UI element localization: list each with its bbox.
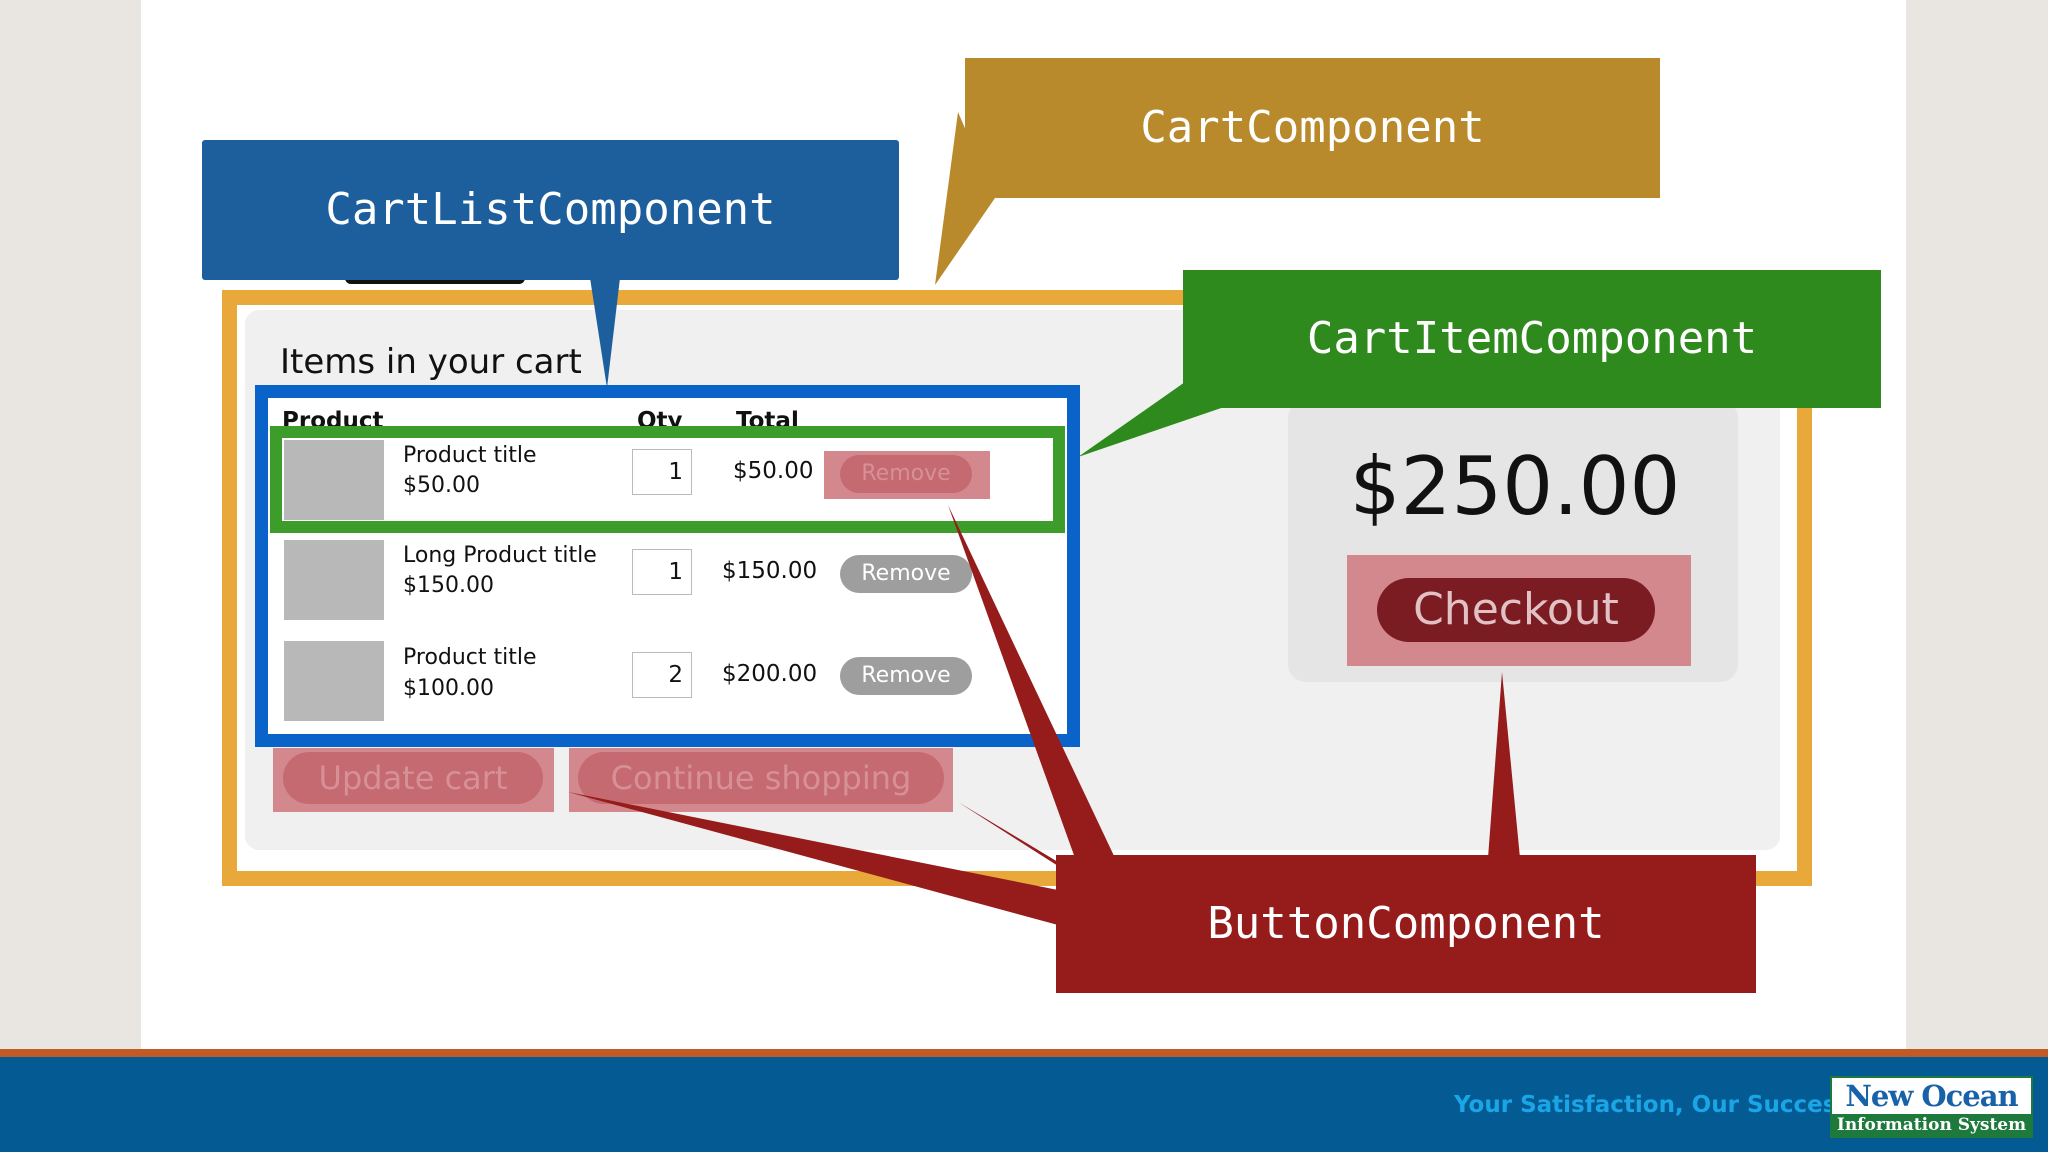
- grand-total: $250.00: [1349, 440, 1681, 533]
- button-callout-tail-checkout: [1488, 672, 1520, 858]
- button-callout-tail-remove: [948, 505, 1115, 858]
- footer-tagline: Your Satisfaction, Our Success!: [1454, 1092, 1861, 1118]
- checkout-button[interactable]: Checkout: [1377, 578, 1655, 642]
- footer-bar: [0, 1057, 2048, 1152]
- logo-subtitle: Information System: [1832, 1114, 2031, 1136]
- cart-item-outline: [270, 426, 1065, 533]
- cart-item-component-callout: CartItemComponent: [1183, 270, 1881, 408]
- line-total: $150.00: [722, 558, 818, 584]
- product-thumbnail: [284, 641, 384, 721]
- product-price: $50.00: [403, 473, 480, 498]
- items-in-cart-heading: Items in your cart: [280, 342, 582, 382]
- product-price: $100.00: [403, 676, 494, 701]
- product-title: Product title: [403, 443, 537, 468]
- remove-button[interactable]: Remove: [840, 657, 972, 695]
- logo-wordmark: New Ocean: [1845, 1079, 2018, 1113]
- footer-accent-line: [0, 1049, 2048, 1057]
- company-logo: New Ocean Information System: [1830, 1076, 2033, 1138]
- product-title: Product title: [403, 645, 537, 670]
- quantity-input[interactable]: 2: [632, 652, 692, 698]
- update-cart-button[interactable]: Update cart: [283, 752, 543, 804]
- remove-button[interactable]: Remove: [840, 555, 972, 593]
- button-callout-tail-continue: [568, 792, 1058, 925]
- product-thumbnail: [284, 540, 384, 620]
- quantity-input[interactable]: 1: [632, 549, 692, 595]
- button-callout-tail-update: [958, 802, 1080, 880]
- line-total: $50.00: [733, 458, 814, 484]
- cart-list-component-callout: CartListComponent: [202, 140, 899, 280]
- continue-shopping-button[interactable]: Continue shopping: [578, 752, 944, 804]
- line-total: $200.00: [722, 661, 818, 687]
- product-price: $150.00: [403, 573, 494, 598]
- quantity-input[interactable]: 1: [632, 449, 692, 495]
- product-thumbnail: [284, 440, 384, 520]
- cart-callout-tail: [935, 112, 995, 285]
- product-title: Long Product title: [403, 543, 597, 568]
- cart-component-callout: CartComponent: [965, 58, 1660, 198]
- cart-list-callout-tail: [590, 278, 620, 388]
- remove-button[interactable]: Remove: [840, 455, 972, 493]
- button-component-callout: ButtonComponent: [1056, 855, 1756, 993]
